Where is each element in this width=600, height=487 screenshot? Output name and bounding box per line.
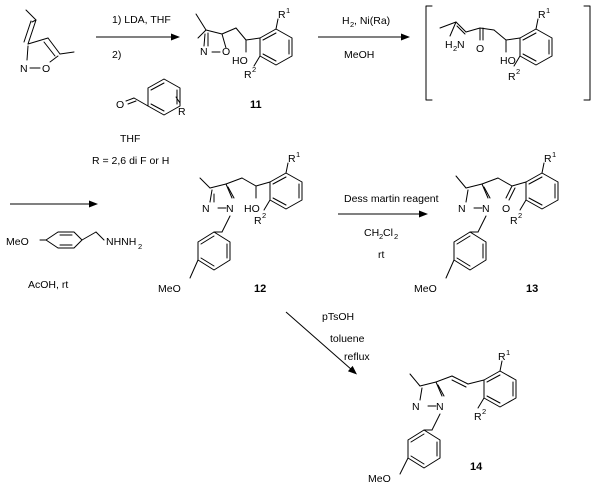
c14-atom-n1: N: [436, 401, 444, 413]
c14-methoxy: MeO: [368, 473, 391, 485]
intermediate-r2: R: [508, 71, 516, 83]
h2-sub: 2: [350, 20, 354, 29]
arrow-step1: [96, 33, 180, 41]
arrow-step4: [338, 210, 428, 218]
compound-12-label: 12: [254, 283, 266, 295]
aryl-r: R: [178, 106, 186, 118]
atom-n: N: [20, 63, 28, 75]
compound-13-structure: N N O R 1 R 2 MeO: [414, 150, 559, 295]
c13-r1-sup: 1: [552, 150, 556, 159]
intermediate-ketone-o: O: [476, 43, 484, 55]
compound-14-structure: N N R 1 R 2 MeO: [368, 348, 517, 485]
c11-atom-o: O: [222, 46, 230, 58]
c12-r2-sup: 2: [262, 211, 266, 220]
arrow-step3: [10, 200, 98, 208]
intermediate-amine-sub: 2: [453, 44, 457, 53]
c11-r1: R: [278, 9, 286, 21]
dimethylisoxazole-structure: N O: [20, 9, 75, 75]
h2-h: H: [342, 15, 350, 27]
c12-hydroxyl: HO: [244, 203, 260, 215]
intermediate-structure: H 2 N O HO R 1 R 2: [439, 6, 553, 83]
c12-atom-n1: N: [226, 203, 234, 215]
reagent-hydrazine-sub: 2: [138, 242, 142, 251]
c11-r1-sup: 1: [286, 6, 290, 15]
c13-r1: R: [544, 153, 552, 165]
c13-r2-sup: 2: [518, 211, 522, 220]
c14-r1: R: [498, 351, 506, 363]
c12-atom-n2: N: [202, 203, 210, 215]
intermediate-r2-sup: 2: [516, 67, 520, 76]
compound-11-structure: N O HO R 1 R 2: [195, 6, 293, 81]
compound-13-label: 13: [526, 283, 538, 295]
c14-r1-sup: 1: [506, 348, 510, 357]
step2-solvent: MeOH: [344, 49, 374, 61]
arrow-step5: [285, 311, 357, 375]
ch2cl2-ch: CH: [364, 227, 379, 239]
compound-11-label: 11: [250, 99, 262, 111]
intermediate-hydroxyl: HO: [500, 55, 516, 67]
ch2cl2-sub1: 2: [379, 232, 383, 241]
ni-raney: , Ni(Ra): [354, 15, 390, 27]
step5-catalyst: pTsOH: [322, 311, 354, 323]
c11-atom-n: N: [200, 46, 208, 58]
ch2cl2-cl: Cl: [383, 227, 393, 239]
benzaldehyde-structure: O R: [116, 78, 186, 118]
c11-hydroxyl: HO: [232, 55, 248, 67]
c13-methoxy: MeO: [414, 283, 437, 295]
intermediate-r1-sup: 1: [546, 6, 550, 15]
step2-reagent-line0: H 2 , Ni(Ra): [342, 15, 390, 29]
c14-r2-sup: 2: [482, 407, 486, 416]
c13-r2: R: [510, 215, 518, 227]
c14-r2: R: [474, 411, 482, 423]
reagent-hydrazine: NHNH: [106, 236, 136, 248]
c12-r1-sup: 1: [296, 150, 300, 159]
c13-atom-n1: N: [482, 203, 490, 215]
aldehyde-oxygen: O: [116, 99, 124, 111]
intermediate-bracket: [425, 5, 591, 101]
atom-o: O: [42, 63, 50, 75]
step5-solvent: toluene: [330, 333, 365, 345]
step4-temperature: rt: [378, 249, 384, 261]
c12-r1: R: [288, 153, 296, 165]
c12-r2: R: [254, 215, 262, 227]
r-definition: R = 2,6 di F or H: [92, 155, 169, 167]
step5-condition: reflux: [344, 351, 370, 363]
c11-r2: R: [244, 69, 252, 81]
c12-methoxy: MeO: [158, 283, 181, 295]
reagent-methoxy: MeO: [6, 236, 29, 248]
methoxybenzylhydrazine-structure: MeO NHNH 2: [6, 231, 142, 251]
intermediate-amine-n: N: [457, 39, 465, 51]
step1-solvent: THF: [120, 133, 140, 145]
step1-reagent-line1: 1) LDA, THF: [112, 14, 171, 26]
intermediate-amine: H: [445, 39, 453, 51]
step3-conditions: AcOH, rt: [28, 279, 68, 291]
compound-12-structure: N N HO R 1 R 2 MeO: [158, 150, 303, 295]
c14-atom-n2: N: [412, 401, 420, 413]
compound-14-label: 14: [470, 461, 483, 473]
step1-reagent-line2: 2): [112, 49, 121, 61]
intermediate-r1: R: [538, 9, 546, 21]
c11-r2-sup: 2: [252, 65, 256, 74]
ch2cl2-sub2: 2: [394, 232, 398, 241]
step4-solvent: CH 2 Cl 2: [364, 227, 398, 241]
step4-reagent: Dess martin reagent: [344, 193, 439, 205]
arrow-step2: [318, 33, 410, 41]
c13-atom-n2: N: [458, 203, 466, 215]
c13-ketone-o: O: [502, 203, 510, 215]
